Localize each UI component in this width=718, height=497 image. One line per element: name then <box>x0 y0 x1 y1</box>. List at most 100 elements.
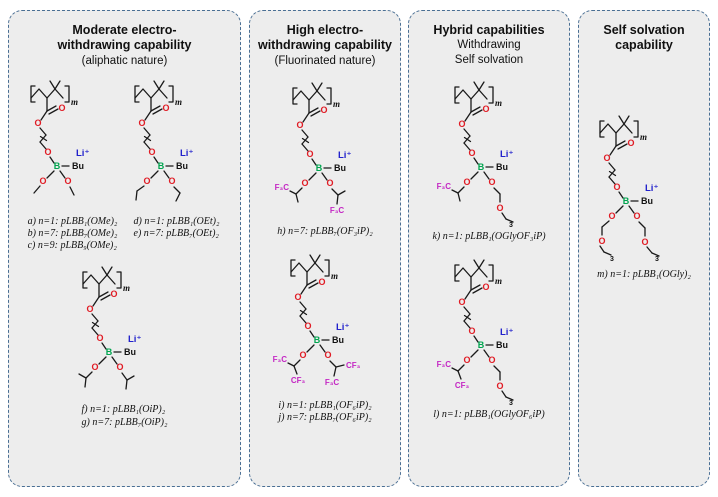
lithium-cation: Li⁺ <box>645 183 658 194</box>
oxygen-atom: O <box>301 178 308 188</box>
caption-oglyof6ip: l) n=1: pLBB₁(OGlyOF₆iP) <box>433 409 544 421</box>
caption-of3ip: h) n=7: pLBB₇(OF₃iP)₂ <box>277 226 373 238</box>
structure-oglyof6ip: m O O O B Bu O O Li⁺ F₃C CF₃ O 3 <box>437 259 514 407</box>
subtitle-line: Self solvation <box>454 53 524 66</box>
trifluoromethyl-label: F₃C <box>330 206 345 215</box>
structure-of6ip: m O O O B Bu O O Li⁺ F₃C CF₃ CF₃ F₃C <box>273 254 361 387</box>
trifluoromethyl-label: F₃C <box>273 355 288 364</box>
structure-ogly: m O O O B Bu O O Li⁺ O 3 O 3 <box>598 114 660 263</box>
bonds <box>287 254 345 377</box>
oxygen-atom: O <box>143 176 150 186</box>
lithium-cation: Li⁺ <box>338 150 351 161</box>
oxygen-atom: O <box>91 362 98 372</box>
lithium-cation: Li⁺ <box>76 148 89 159</box>
title-line: withdrawing capability <box>57 38 192 53</box>
caption-oet: d) n=1: pLBB₁(OEt)₂ e) n=7: pLBB₇(OEt)₂ <box>134 216 220 240</box>
trifluoromethyl-label: F₃C <box>437 360 452 369</box>
panel-self-solvation: Self solvation capability <box>578 10 710 487</box>
caption-line: j) n=7: pLBB₇(OF₆iP)₂ <box>278 412 372 424</box>
title-line: Self solvation <box>603 23 685 37</box>
butyl-label: Bu <box>332 335 344 345</box>
butyl-label: Bu <box>72 161 84 171</box>
repeat-m-label: m <box>495 276 502 286</box>
glycol-repeat-3: 3 <box>509 222 513 229</box>
panel-hybrid: Hybrid capabilities Withdrawing Self sol… <box>408 10 570 487</box>
structure-group-oip: m O O O B Bu O O Li⁺ f) n=1: pLBB₁(OiP)₂… <box>73 260 177 428</box>
oxygen-atom: O <box>304 321 311 331</box>
bonds <box>133 80 181 202</box>
caption-oip: f) n=1: pLBB₁(OiP)₂ g) n=7: pLBB₇(OiP)₂ <box>82 404 168 428</box>
repeat-m-label: m <box>71 97 78 107</box>
glycol-repeat-3: 3 <box>610 256 614 263</box>
oxygen-atom: O <box>86 304 93 314</box>
caption-line: e) n=7: pLBB₇(OEt)₂ <box>133 228 219 240</box>
structure-oip: m O O O B Bu O O Li⁺ <box>77 266 141 391</box>
caption-line: k) n=1: pLBB₁(OGlyOF₃iP) <box>432 231 546 242</box>
title-line: capability <box>615 38 673 53</box>
oxygen-atom: O <box>488 355 495 365</box>
panel-subtitle: Withdrawing Self solvation <box>455 38 523 67</box>
oxygen-atom: O <box>496 203 503 213</box>
caption-line: g) n=7: pLBB₇(OiP)₂ <box>81 416 168 428</box>
butyl-label: Bu <box>641 196 653 206</box>
trifluoromethyl-label: F₃C <box>325 378 340 387</box>
lithium-cation: Li⁺ <box>500 149 513 160</box>
oxygen-atom: O <box>496 381 503 391</box>
bonds <box>599 114 660 257</box>
caption-line: h) n=7: pLBB₇(OF₃iP)₂ <box>277 225 373 237</box>
bonds <box>29 80 75 196</box>
oxygen-atom: O <box>458 297 465 307</box>
panel-title: Hybrid capabilities <box>433 23 544 38</box>
bonds <box>77 266 135 391</box>
panel-moderate-withdrawing: Moderate electro- withdrawing capability… <box>8 10 241 487</box>
trifluoromethyl-label: CF₃ <box>346 361 361 370</box>
oxygen-atom: O <box>468 326 475 336</box>
repeat-m-label: m <box>123 283 130 293</box>
caption-line: d) n=1: pLBB₁(OEt)₂ <box>133 215 220 227</box>
oxygen-atom: O <box>326 178 333 188</box>
butyl-label: Bu <box>334 163 346 173</box>
caption-line: m) n=1: pLBB₁(OGly)₂ <box>597 268 691 280</box>
caption-line: l) n=1: pLBB₁(OGlyOF₆iP) <box>433 409 545 421</box>
trifluoromethyl-label: CF₃ <box>455 381 470 390</box>
boron-atom: B <box>316 163 323 173</box>
oxygen-atom: O <box>641 237 648 247</box>
lithium-cation: Li⁺ <box>180 148 193 159</box>
oxygen-atom: O <box>488 177 495 187</box>
lithium-cation: Li⁺ <box>128 334 141 345</box>
oxygen-atom: O <box>458 119 465 129</box>
panel-title: Moderate electro- withdrawing capability <box>57 23 191 54</box>
oxygen-atom: O <box>162 103 169 113</box>
oxygen-atom: O <box>168 176 175 186</box>
lithium-cation: Li⁺ <box>500 327 513 338</box>
oxygen-atom: O <box>116 362 123 372</box>
title-line: withdrawing capability <box>257 38 393 53</box>
oxygen-atom: O <box>294 292 301 302</box>
caption-ogly: m) n=1: pLBB₁(OGly)₂ <box>597 269 691 281</box>
oxygen-atom: O <box>306 149 313 159</box>
trifluoromethyl-label: F₃C <box>437 182 452 191</box>
butyl-label: Bu <box>124 347 136 357</box>
oxygen-atom: O <box>320 105 327 115</box>
structure-group-oet: m O O O B Bu O O Li⁺ d) n=1: pLBB₁(OEt)₂… <box>125 74 229 240</box>
structure-group-oglyof3ip: m O O O B Bu O O Li⁺ F₃C O 3 k) n=1: pLB… <box>429 75 549 243</box>
boron-atom: B <box>314 335 321 345</box>
panel-title: High electro- withdrawing capability <box>258 23 392 54</box>
repeat-m-label: m <box>495 98 502 108</box>
structure-group-of3ip: m O O O B Bu O O Li⁺ F₃C F₃C h) n=7: pLB… <box>267 76 383 238</box>
boron-atom: B <box>623 196 630 206</box>
oxygen-atom: O <box>482 282 489 292</box>
panel-subtitle: (aliphatic nature) <box>81 54 168 67</box>
structure-ome: m O O O B Bu O O Li⁺ <box>29 80 89 196</box>
structure-oet: m O O O B Bu O O Li⁺ <box>133 80 193 202</box>
oxygen-atom: O <box>482 104 489 114</box>
oxygen-atom: O <box>34 118 41 128</box>
caption-line: a) n=1: pLBB₁(OMe)₂ <box>27 215 118 227</box>
oxygen-atom: O <box>598 236 605 246</box>
subtitle-line: Withdrawing <box>457 39 521 52</box>
oxygen-atom: O <box>608 211 615 221</box>
oxygen-atom: O <box>318 277 325 287</box>
structure-group-oglyof6ip: m O O O B Bu O O Li⁺ F₃C CF₃ O 3 l) n=1:… <box>429 253 549 421</box>
caption-of6ip: i) n=1: pLBB₁(OF₆iP)₂ j) n=7: pLBB₇(OF₆i… <box>278 400 371 424</box>
